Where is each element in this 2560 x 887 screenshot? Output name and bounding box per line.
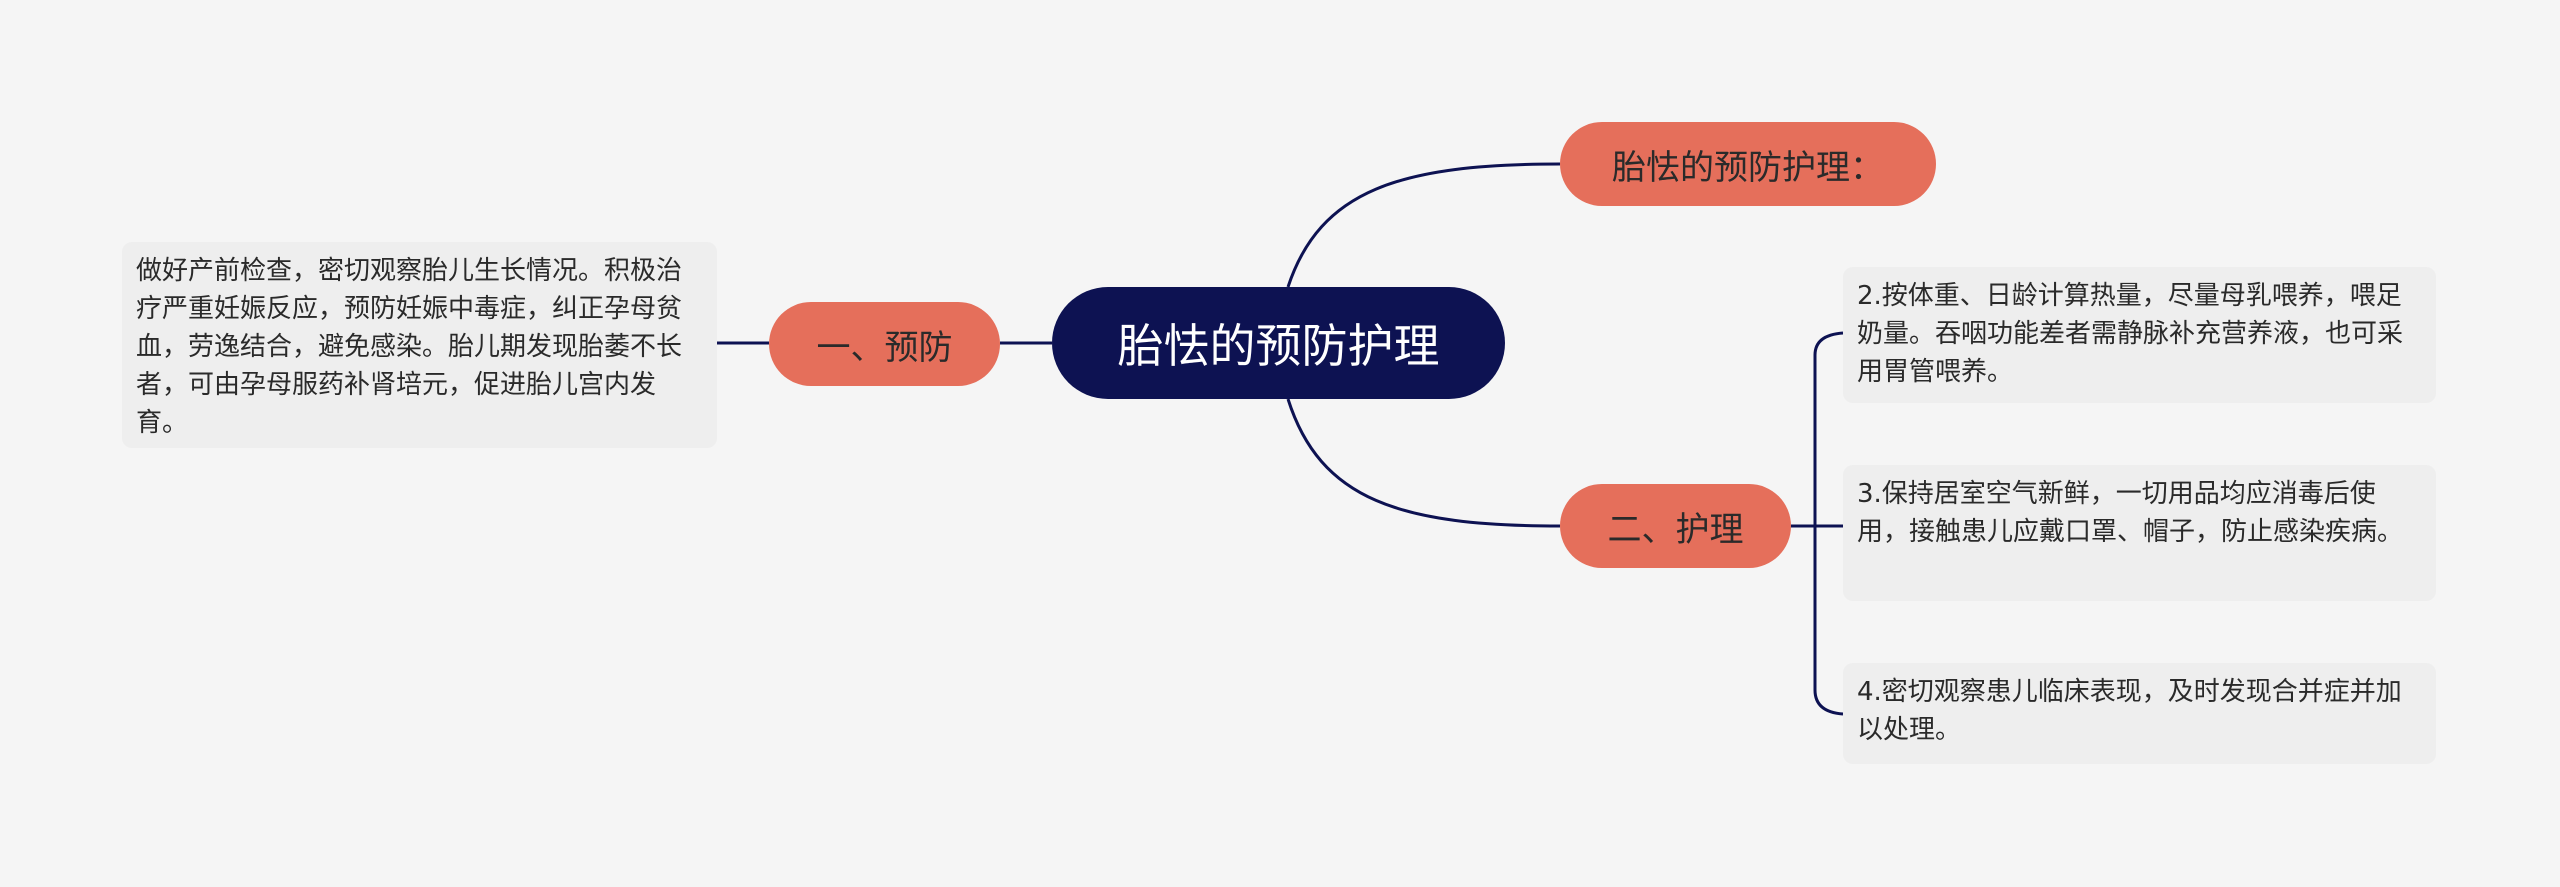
- leaf-care-item-2[interactable]: 2.按体重、日龄计算热量，尽量母乳喂养，喂足奶量。吞咽功能差者需静脉补充营养液，…: [1843, 267, 2436, 403]
- branch-care-label: 二、护理: [1607, 509, 1744, 550]
- leaf-care-item-3-text: 3.保持居室空气新鲜，一切用品均应消毒后使用，接触患儿应戴口罩、帽子，防止感染疾…: [1857, 479, 2404, 547]
- root-label: 胎怯的预防护理: [1117, 319, 1440, 373]
- edge-care-item-2: [1813, 331, 1844, 526]
- leaf-care-item-4-text: 4.密切观察患儿临床表现，及时发现合并症并加以处理。: [1857, 677, 2402, 745]
- leaf-care-item-3[interactable]: 3.保持居室空气新鲜，一切用品均应消毒后使用，接触患儿应戴口罩、帽子，防止感染疾…: [1843, 465, 2436, 601]
- leaf-prevention-text: 做好产前检查，密切观察胎儿生长情况。积极治疗严重妊娠反应，预防妊娠中毒症，纠正孕…: [136, 256, 683, 438]
- branch-node-care[interactable]: 二、护理: [1560, 484, 1791, 568]
- branch-node-title[interactable]: 胎怯的预防护理：: [1560, 122, 1936, 206]
- branch-prevention-label: 一、预防: [816, 327, 953, 368]
- root-node[interactable]: 胎怯的预防护理: [1052, 287, 1505, 399]
- edge-care-item-4: [1813, 526, 1844, 716]
- edge-root-care: [1286, 398, 1561, 528]
- branch-node-prevention[interactable]: 一、预防: [769, 302, 1000, 386]
- edge-root-title: [1286, 162, 1561, 288]
- branch-title-label: 胎怯的预防护理：: [1612, 147, 1884, 188]
- leaf-prevention-note[interactable]: 做好产前检查，密切观察胎儿生长情况。积极治疗严重妊娠反应，预防妊娠中毒症，纠正孕…: [122, 242, 717, 448]
- leaf-care-item-2-text: 2.按体重、日龄计算热量，尽量母乳喂养，喂足奶量。吞咽功能差者需静脉补充营养液，…: [1857, 281, 2404, 387]
- leaf-care-item-4[interactable]: 4.密切观察患儿临床表现，及时发现合并症并加以处理。: [1843, 663, 2436, 764]
